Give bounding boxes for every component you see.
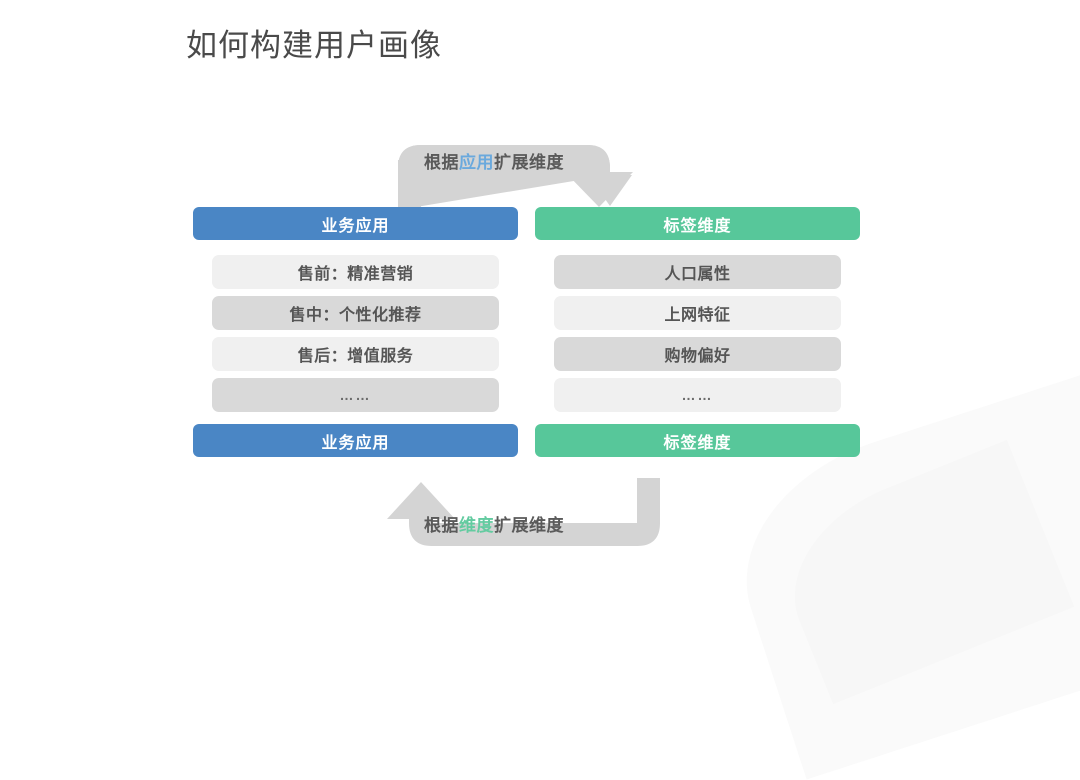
column-business-application: 业务应用 售前：精准营销 售中：个性化推荐 售后：增值服务 …… 业务应用	[193, 207, 518, 457]
list-item[interactable]: 上网特征	[554, 296, 841, 330]
page-title: 如何构建用户画像	[186, 28, 442, 63]
arrow-bottom-label-highlight: 维度	[459, 516, 494, 535]
column-header-business-application: 业务应用	[193, 207, 518, 240]
arrow-bottom-label-prefix: 根据	[424, 516, 459, 535]
column-items-business-application: 售前：精准营销 售中：个性化推荐 售后：增值服务 ……	[193, 255, 518, 412]
decorative-swoosh-inner	[765, 439, 1075, 705]
list-item-ellipsis[interactable]: ……	[554, 378, 841, 412]
arrow-top-label-prefix: 根据	[424, 153, 459, 172]
arrow-top-label: 根据应用扩展维度	[424, 148, 564, 173]
list-item[interactable]: 售后：增值服务	[212, 337, 499, 371]
list-item-ellipsis[interactable]: ……	[212, 378, 499, 412]
column-tag-dimension: 标签维度 人口属性 上网特征 购物偏好 …… 标签维度	[535, 207, 860, 457]
list-item[interactable]: 人口属性	[554, 255, 841, 289]
arrow-top-label-highlight: 应用	[459, 153, 494, 172]
column-items-tag-dimension: 人口属性 上网特征 购物偏好 ……	[535, 255, 860, 412]
arrow-bottom-label-suffix: 扩展维度	[494, 516, 564, 535]
list-item[interactable]: 售前：精准营销	[212, 255, 499, 289]
list-item[interactable]: 售中：个性化推荐	[212, 296, 499, 330]
diagram-columns: 业务应用 售前：精准营销 售中：个性化推荐 售后：增值服务 …… 业务应用 标签…	[193, 207, 860, 457]
arrow-bottom-label: 根据维度扩展维度	[424, 511, 564, 536]
column-footer-tag-dimension: 标签维度	[535, 424, 860, 457]
arrow-top-label-suffix: 扩展维度	[494, 153, 564, 172]
column-footer-business-application: 业务应用	[193, 424, 518, 457]
column-header-tag-dimension: 标签维度	[535, 207, 860, 240]
list-item[interactable]: 购物偏好	[554, 337, 841, 371]
